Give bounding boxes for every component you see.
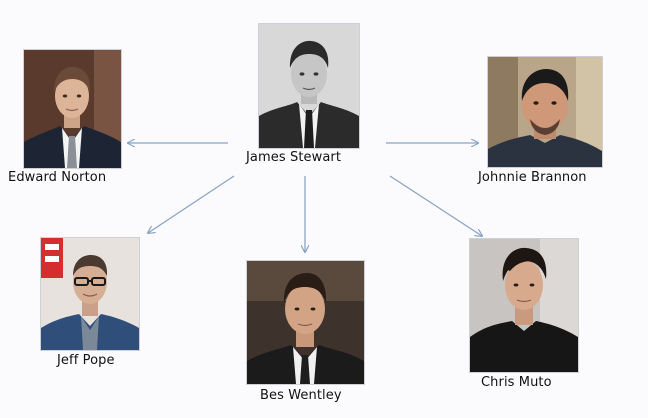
label-chris-muto: Chris Muto bbox=[481, 375, 552, 390]
label-edward-norton: Edward Norton bbox=[8, 170, 107, 185]
portrait-photo-james-stewart bbox=[258, 23, 360, 149]
portrait-photo-bes-wentley bbox=[246, 260, 365, 385]
portrait-photo-jeff-pope bbox=[40, 237, 140, 351]
arrow-to-jeff-pope bbox=[148, 175, 235, 233]
label-james-stewart: James Stewart bbox=[246, 150, 342, 165]
portrait-photo-edward-norton bbox=[23, 49, 122, 169]
portrait-photo-johnnie-brannon bbox=[487, 56, 603, 168]
label-bes-wentley: Bes Wentley bbox=[260, 388, 342, 403]
label-jeff-pope: Jeff Pope bbox=[57, 353, 115, 368]
portrait-photo-chris-muto bbox=[469, 238, 579, 373]
label-johnnie-brannon: Johnnie Brannon bbox=[478, 170, 587, 185]
arrow-to-chris-muto bbox=[389, 175, 482, 236]
